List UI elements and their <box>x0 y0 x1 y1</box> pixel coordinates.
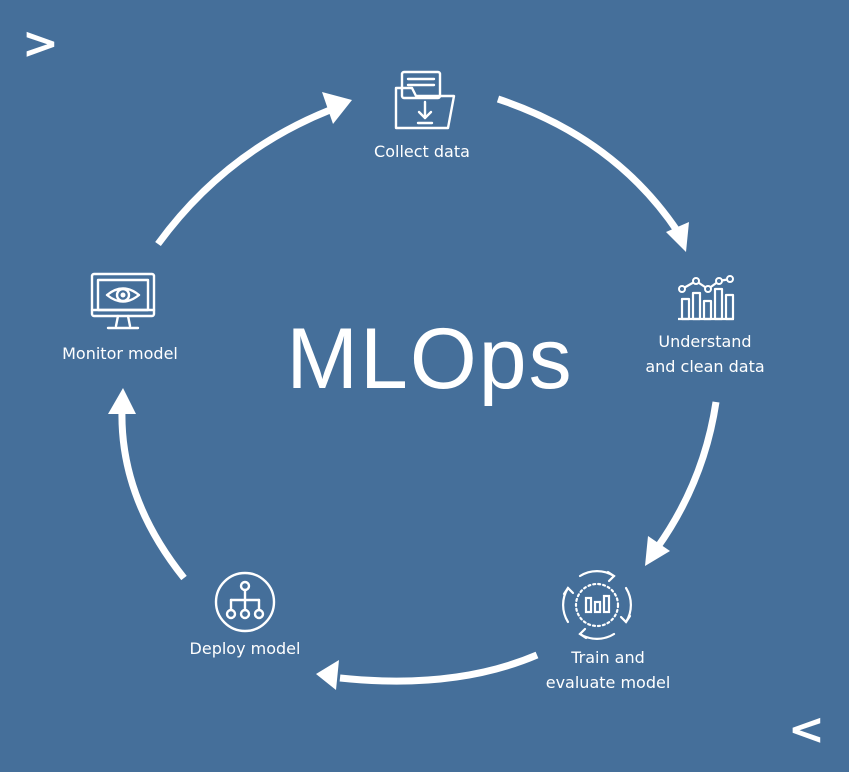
arrow-monitor-to-collect <box>155 106 332 247</box>
arrow-collect-to-understand <box>496 95 681 234</box>
monitor-eye-icon <box>90 272 156 330</box>
training-cycle-icon <box>562 570 632 640</box>
arrow-deploy-to-monitor <box>118 409 187 581</box>
arrowhead-monitor-to-collect <box>322 92 352 124</box>
step-label-understand-clean-data: Understand and clean data <box>645 332 765 376</box>
arrow-understand-to-train <box>654 401 720 551</box>
step-label-deploy-model: Deploy model <box>189 639 301 658</box>
corner-chevron-right-icon: > <box>22 18 59 69</box>
folder-download-icon <box>394 70 456 130</box>
step-label-train-evaluate-model: Train and evaluate model <box>545 648 671 692</box>
arrowhead-collect-to-understand <box>666 222 689 252</box>
arrowhead-understand-to-train <box>645 536 670 566</box>
arrow-train-to-deploy <box>339 651 539 685</box>
arrowhead-deploy-to-monitor <box>108 388 136 414</box>
step-label-collect-data: Collect data <box>374 142 470 161</box>
corner-chevron-left-icon: < <box>788 704 825 755</box>
bar-line-chart-icon <box>678 275 735 321</box>
arrowhead-train-to-deploy <box>316 660 339 690</box>
step-label-monitor-model: Monitor model <box>62 344 178 363</box>
diagram-title: MLOps <box>286 311 574 407</box>
network-tree-icon <box>214 571 276 633</box>
